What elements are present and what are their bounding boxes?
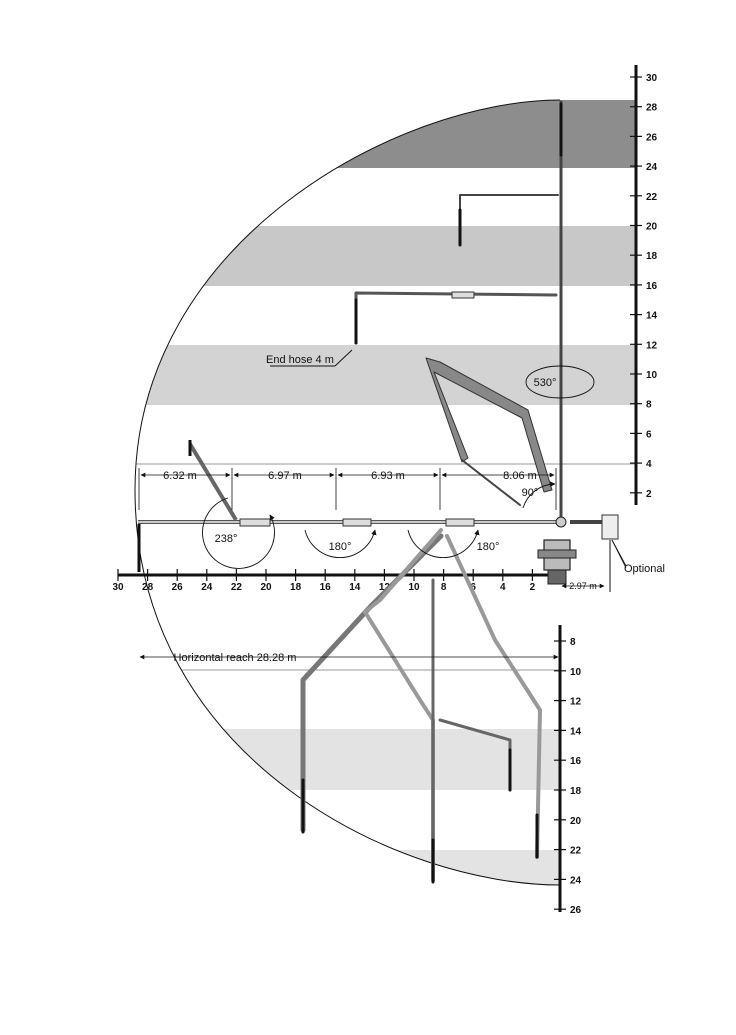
section-length-2: 6.97 m	[268, 470, 302, 482]
lower-boom-positions	[300, 528, 542, 884]
bottom-axis-tick-label: 26	[172, 582, 184, 593]
lower-axis-tick-label: 26	[570, 905, 582, 916]
right-axis-tick-label: 18	[646, 251, 658, 262]
lower-axis-tick-label: 14	[570, 726, 582, 737]
angle-arcs	[202, 349, 627, 569]
lower-axis-tick-label: 24	[570, 875, 582, 886]
lower-axis: 8 10 12 14 16 18 20 22 24 26	[554, 625, 582, 916]
turret-unit	[537, 516, 602, 585]
bottom-axis-tick-label: 16	[320, 582, 332, 593]
bottom-axis-tick-label: 14	[349, 582, 361, 593]
right-axis-tick-label: 26	[646, 132, 658, 143]
section-length-4: 8.06 m	[503, 470, 537, 482]
bottom-axis-tick-label: 30	[112, 582, 124, 593]
arm4-angle-label: 238°	[215, 533, 238, 545]
bottom-axis: 30 28 26 24 22 20 18 16 14 12 10 8 6 4 2	[112, 569, 556, 593]
right-axis-tick-label: 10	[646, 370, 658, 381]
optional-outrigger	[601, 514, 627, 592]
working-envelope	[134, 99, 561, 886]
bottom-axis-tick-label: 10	[408, 582, 420, 593]
boom-folded	[425, 357, 553, 493]
outrigger-width-label: 2.97 m	[569, 581, 597, 591]
bottom-axis-tick-label: 12	[379, 582, 391, 593]
right-axis-tick-label: 2	[646, 489, 652, 500]
arm3-angle-label: 180°	[329, 541, 352, 553]
bottom-axis-tick-label: 28	[142, 582, 154, 593]
band-14-18	[135, 729, 560, 790]
section-length-3: 6.93 m	[371, 470, 405, 482]
band-20-16	[135, 226, 636, 286]
upper-boom-positions	[354, 100, 563, 520]
lower-axis-tick-label: 16	[570, 756, 582, 767]
slew-angle-label: 530°	[534, 377, 557, 389]
bottom-axis-tick-label: 20	[260, 582, 272, 593]
section-length-1: 6.32 m	[163, 470, 197, 482]
lower-axis-tick-label: 20	[570, 816, 582, 827]
reach-dimension	[139, 583, 605, 660]
arm1-angle-label: 90°	[522, 487, 539, 499]
band-12-8	[135, 345, 636, 405]
bottom-axis-tick-label: 4	[500, 582, 506, 593]
arm2-angle-label: 180°	[477, 541, 500, 553]
end-hose-label: End hose 4 m	[266, 354, 334, 366]
band-22-24	[135, 850, 560, 886]
bottom-axis-tick-label: 22	[231, 582, 243, 593]
optional-label: Optional	[624, 563, 665, 575]
bottom-axis-tick-label: 8	[441, 582, 447, 593]
right-axis: 30 28 26 24 22 20 18 16 14 12 10 8 6 4 2	[630, 65, 658, 505]
bottom-axis-tick-label: 24	[201, 582, 213, 593]
boom-position-15	[354, 291, 558, 345]
right-axis-tick-label: 12	[646, 340, 658, 351]
right-axis-tick-label: 14	[646, 311, 658, 322]
lower-axis-tick-label: 8	[570, 637, 576, 648]
right-axis-tick-label: 22	[646, 192, 658, 203]
right-axis-tick-label: 20	[646, 222, 658, 233]
right-axis-tick-label: 6	[646, 429, 652, 440]
lower-axis-tick-label: 22	[570, 846, 582, 857]
section-dimensions	[138, 468, 557, 510]
right-axis-tick-label: 16	[646, 281, 658, 292]
bottom-axis-tick-label: 18	[290, 582, 302, 593]
lower-axis-tick-label: 12	[570, 697, 582, 708]
lower-axis-tick-label: 10	[570, 667, 582, 678]
bottom-axis-tick-label: 6	[470, 582, 476, 593]
horizontal-reach-label: Horizontal reach 28.28 m	[174, 652, 297, 664]
right-axis-tick-label: 24	[646, 162, 658, 173]
right-axis-tick-label: 8	[646, 400, 652, 411]
lower-axis-tick-label: 18	[570, 786, 582, 797]
bottom-axis-tick-label: 2	[530, 582, 536, 593]
labels: 6.32 m 6.97 m 6.93 m 8.06 m 530° 90° 180…	[163, 354, 665, 664]
right-axis-tick-label: 30	[646, 73, 658, 84]
horizontal-boom	[137, 440, 556, 572]
right-axis-tick-label: 4	[646, 459, 652, 470]
band-28-24	[135, 100, 636, 168]
right-axis-tick-label: 28	[646, 103, 658, 114]
